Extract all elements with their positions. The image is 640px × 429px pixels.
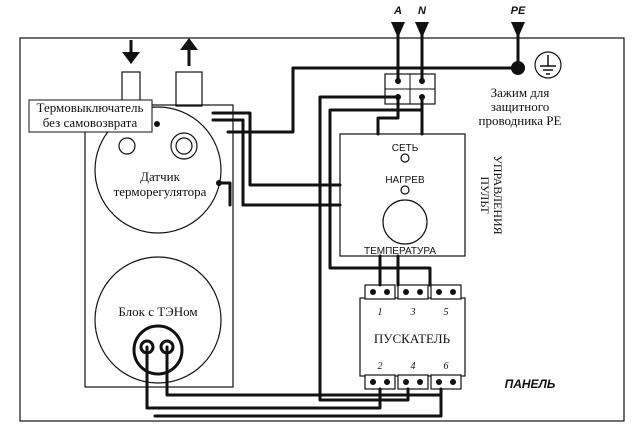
contactor-num-4: 4 — [411, 361, 416, 372]
neutral-terminal-icon — [415, 22, 429, 38]
heating-indicator — [400, 185, 410, 195]
pe-terminal-icon — [511, 22, 525, 38]
phase-terminal-icon — [391, 22, 405, 38]
ground-icon — [534, 51, 562, 79]
thermal-cutout-label-2: без самовозврата — [43, 115, 138, 130]
contactor-num-6: 6 — [444, 361, 449, 372]
heater-terminal-housing — [132, 324, 184, 376]
pe-label: PE — [511, 5, 526, 17]
contactor-bottom-terminals — [364, 374, 462, 390]
control-panel — [339, 133, 466, 257]
tank-bottom-circle — [94, 256, 222, 384]
contactor-num-1: 1 — [378, 307, 383, 318]
contactor-num-2: 2 — [378, 361, 383, 372]
contactor-label: ПУСКАТЕЛЬ — [374, 331, 451, 346]
power-indicator — [400, 153, 410, 163]
temperature-label: ТЕМПЕРАТУРА — [364, 246, 436, 257]
contactor-top-terminals — [364, 284, 462, 300]
thermal-cutout-label-1: Термовыключатель — [37, 100, 144, 115]
contactor-num-3: 3 — [410, 307, 416, 318]
thermal-cutout-label-box — [28, 99, 153, 133]
pe-clamp-label-1: Зажим для — [491, 85, 550, 100]
contactor-num-5: 5 — [444, 307, 449, 318]
control-panel-title-2: УПРАВЛЕНИЯ — [491, 155, 505, 234]
wires — [145, 28, 520, 418]
heating-label: НАГРЕВ — [385, 175, 425, 186]
temperature-knob — [382, 199, 428, 245]
thermostat-sensor-label-2: терморегулятора — [114, 184, 207, 199]
thermostat-knob-outer — [170, 132, 198, 160]
thermal-cutout-knob — [118, 137, 136, 155]
phase-label: A — [393, 5, 402, 17]
pe-clamp — [511, 61, 525, 75]
neutral-label: N — [418, 5, 427, 17]
outlet-pipe — [175, 71, 203, 107]
heater-block-label: Блок с ТЭНом — [118, 304, 197, 319]
panel-label: ПАНЕЛЬ — [505, 377, 556, 391]
boiler-tank — [84, 104, 234, 388]
thermostat-knob-inner — [175, 137, 193, 155]
thermostat-sensor-label-1: Датчик — [140, 169, 180, 184]
pe-clamp-label-2: защитного — [491, 99, 550, 114]
arrow-up-icon — [180, 38, 198, 66]
control-panel-title-1: ПУЛЬТ — [478, 176, 492, 214]
pe-clamp-label-3: проводника PE — [479, 113, 562, 128]
arrow-down-icon — [122, 40, 140, 64]
power-label: СЕТЬ — [392, 143, 419, 154]
tank-top-circle — [94, 106, 222, 234]
panel-frame — [19, 37, 625, 422]
